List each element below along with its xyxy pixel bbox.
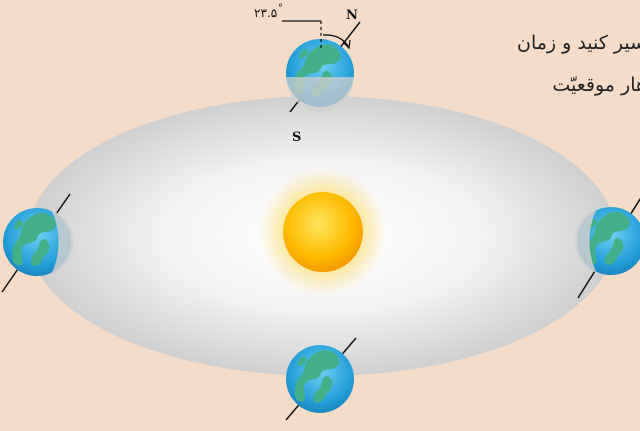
earth-left xyxy=(0,193,84,293)
tilt-annotation: ۲۳.۵ ° N xyxy=(254,3,358,50)
tilt-angle-label: ۲۳.۵ xyxy=(254,6,277,20)
degree-symbol: ° xyxy=(278,3,283,14)
instruction-line-2: هار موقعیّت xyxy=(552,74,640,96)
instruction-line-1: سیر کنید و زمان xyxy=(516,32,640,54)
earth-right xyxy=(564,194,640,299)
north-label: N xyxy=(346,8,358,23)
sun-icon xyxy=(259,168,387,296)
curved-arrow-icon xyxy=(322,34,351,50)
earth-top xyxy=(272,21,368,121)
south-label: S xyxy=(292,130,301,145)
earth-bottom xyxy=(273,332,367,426)
